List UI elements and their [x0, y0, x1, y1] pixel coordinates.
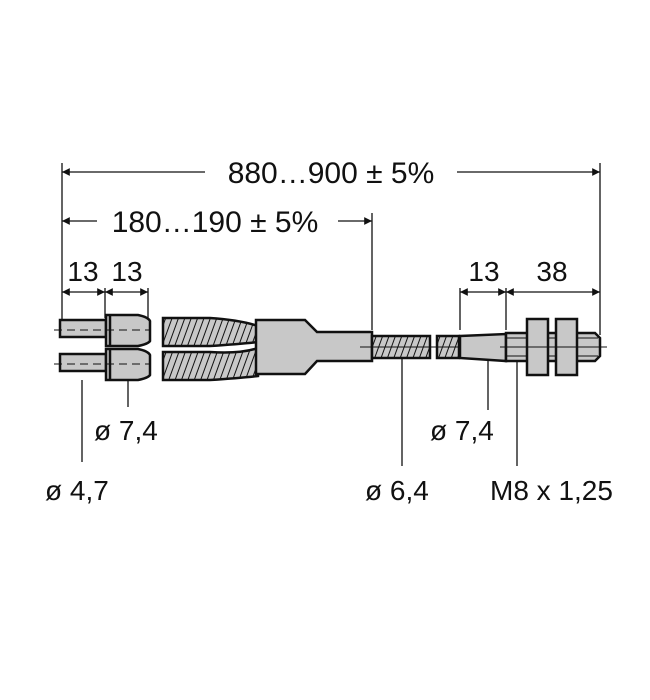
cable-diameter-label: ø 6,4 [365, 475, 429, 506]
thread-spec-label: M8 x 1,25 [490, 475, 613, 506]
left-tip-2-label: 13 [111, 256, 142, 287]
right-sleeve [458, 332, 508, 363]
split-length-label: 180…190 ± 5% [112, 206, 319, 239]
right-sleeve-diameter-label: ø 7,4 [430, 415, 494, 446]
left-fiber-tips [54, 313, 152, 382]
left-tip-dimensions: 13 13 [62, 256, 149, 318]
right-end-dimensions: 13 38 [459, 256, 600, 330]
threaded-sensor-head [500, 317, 607, 377]
callout-leaders [81, 358, 518, 466]
overall-length-label: 880…900 ± 5% [228, 157, 435, 190]
overall-length-dimension: 880…900 ± 5% [61, 157, 601, 335]
split-length-dimension: 180…190 ± 5% [62, 206, 373, 330]
left-ferrule-diameter-label: ø 7,4 [94, 415, 158, 446]
right-sleeve-label: 13 [468, 256, 499, 287]
split-cables [161, 316, 260, 382]
right-threaded-label: 38 [536, 256, 567, 287]
left-tip-diameter-label: ø 4,7 [45, 475, 109, 506]
left-tip-1-label: 13 [67, 256, 98, 287]
splitter-body [254, 318, 374, 376]
